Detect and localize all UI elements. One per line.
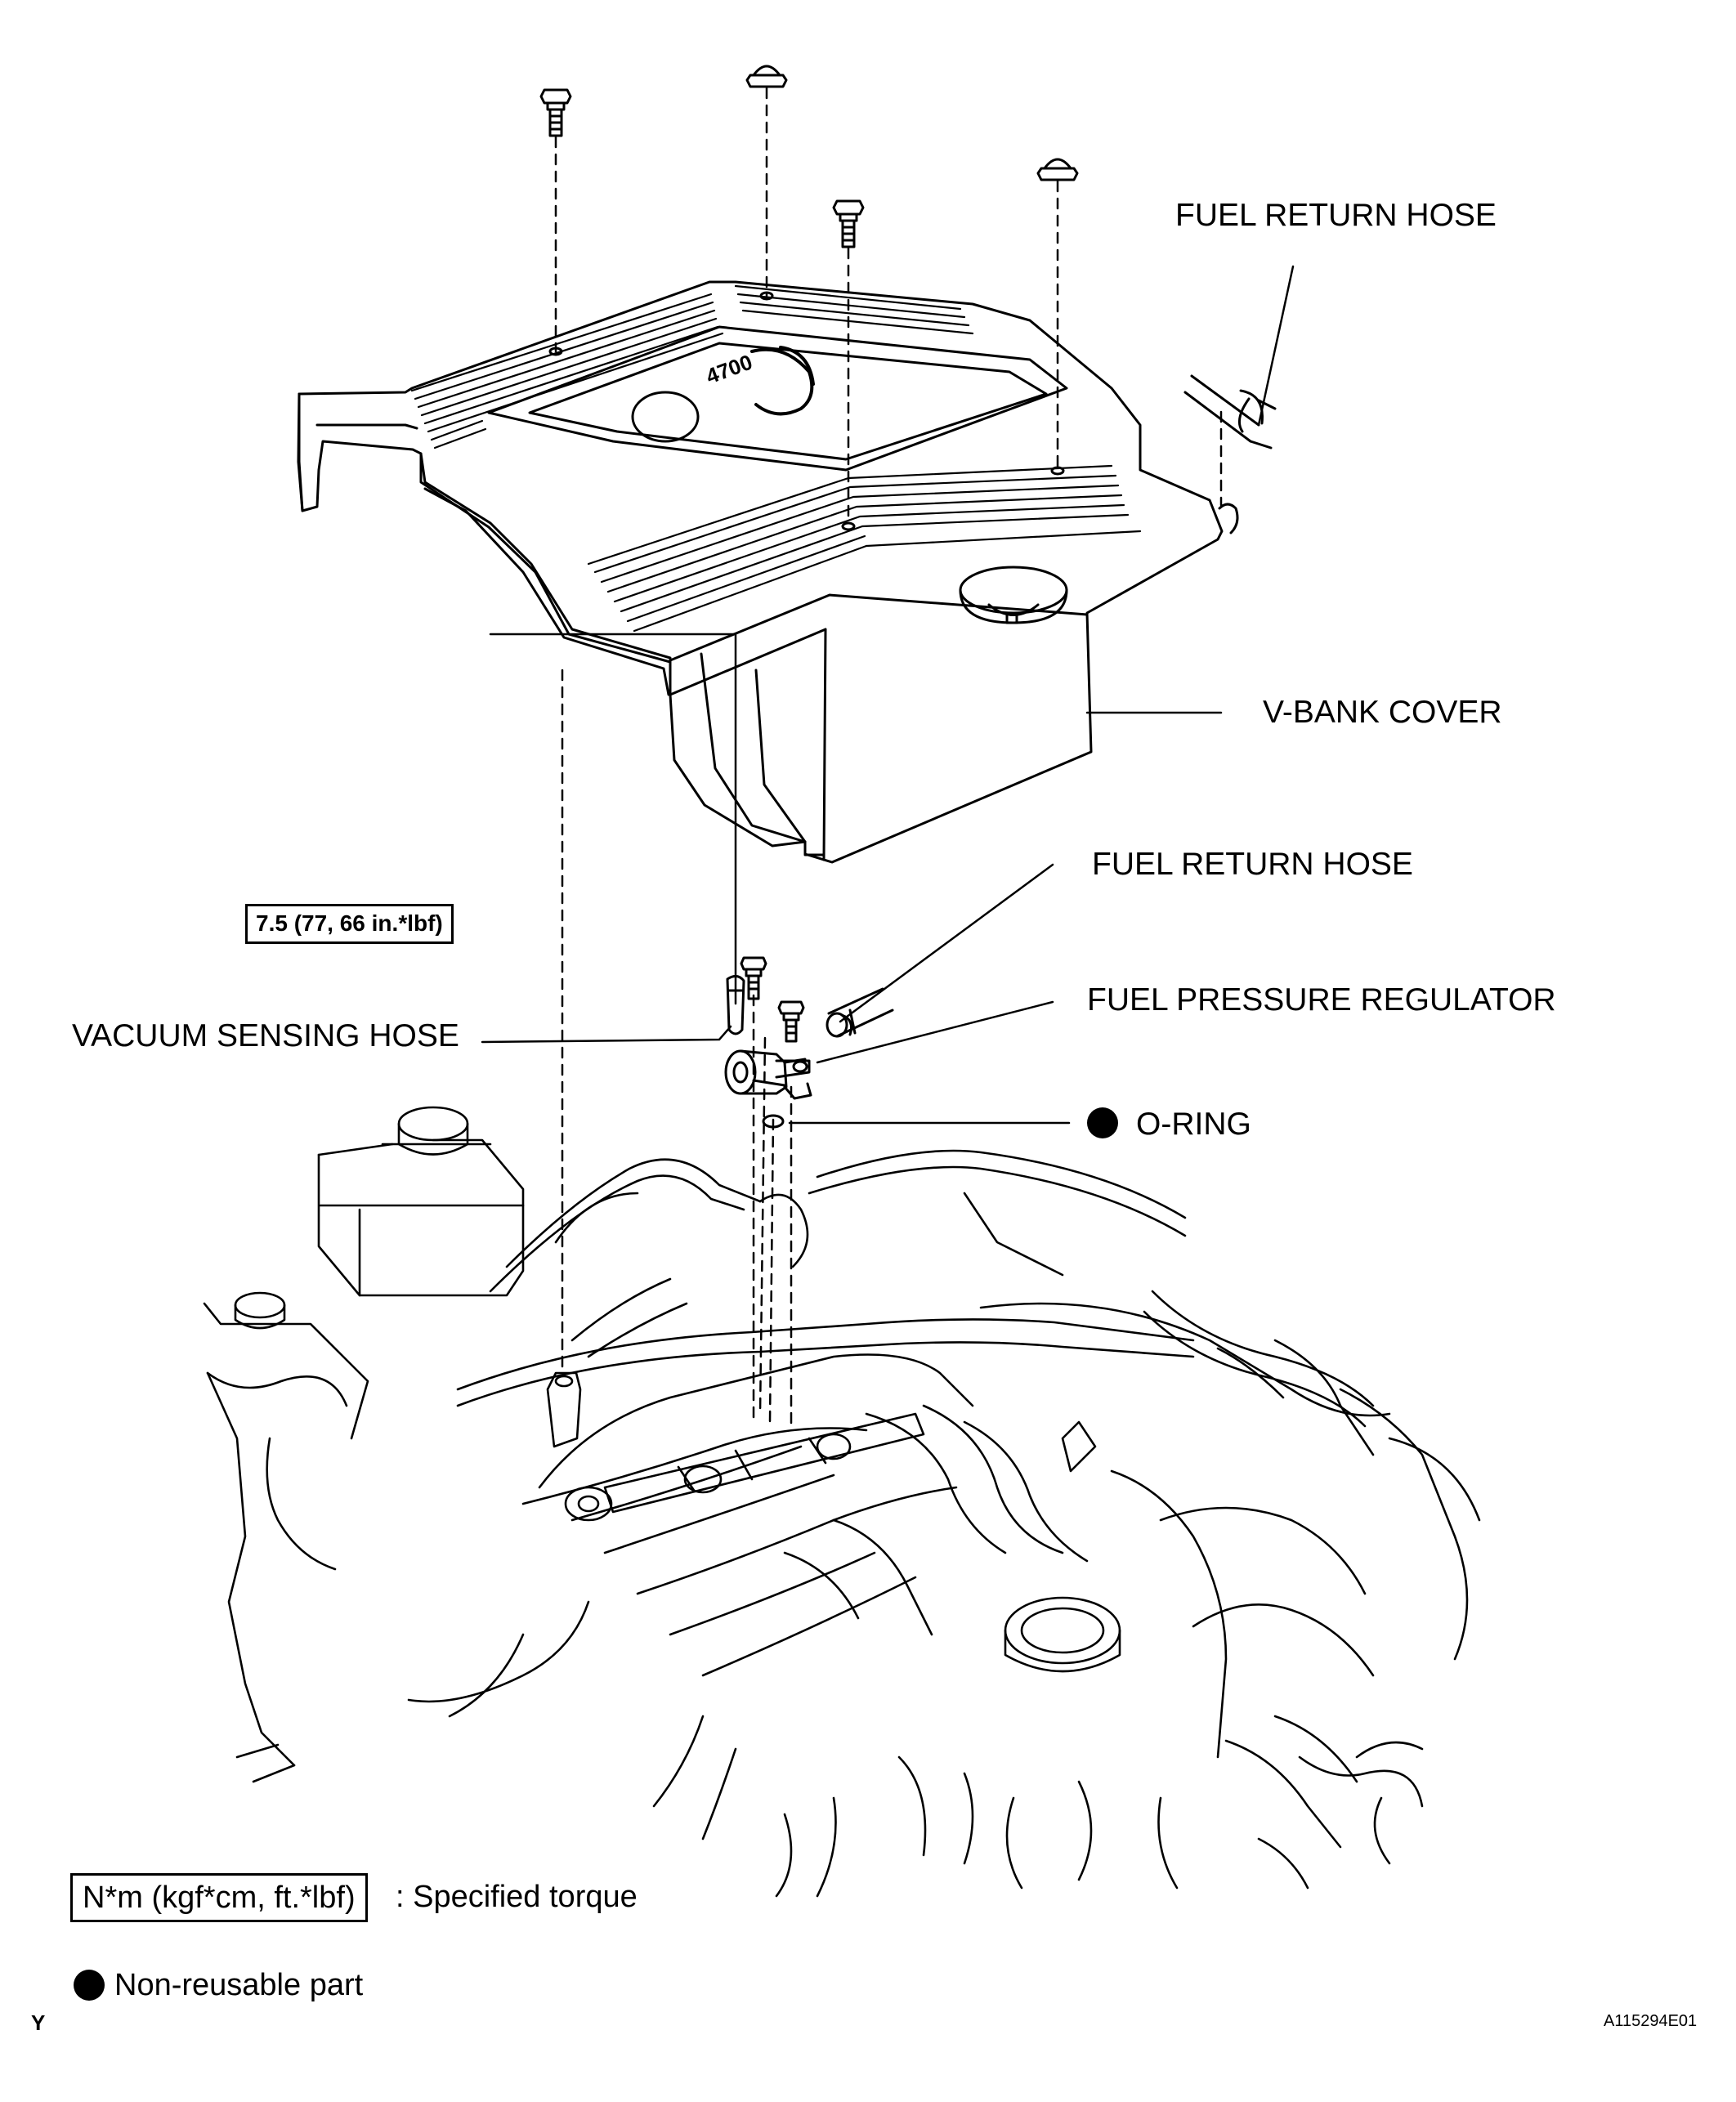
v-bank-cover: 4700 (297, 280, 1239, 864)
regulator-bolt-1 (740, 956, 767, 1000)
fuel-return-hose-mid (825, 987, 894, 1038)
fuel-return-hose-top (1183, 374, 1277, 449)
alignment-lines (554, 87, 1223, 1428)
legend-torque-box: N*m (kgf*cm, ft.*lbf) (70, 1873, 368, 1922)
filled-circle-icon (1087, 1107, 1118, 1138)
figure-id: A115294E01 (1604, 2012, 1698, 2030)
legend-nonreusable-desc: Non-reusable part (114, 1968, 364, 2002)
label-fuel-pressure-regulator: FUEL PRESSURE REGULATOR (1087, 982, 1556, 1017)
label-vacuum-sensing-hose: VACUUM SENSING HOSE (72, 1018, 459, 1053)
label-fuel-return-hose-top: FUEL RETURN HOSE (1175, 198, 1497, 233)
o-ring-part (762, 1114, 785, 1129)
engine-bay (203, 1106, 1481, 1898)
cover-bolt-1 (539, 88, 572, 137)
cover-nut-1 (745, 65, 788, 88)
label-v-bank-cover: V-BANK COVER (1263, 695, 1502, 730)
regulator-bolt-2 (777, 1000, 805, 1043)
fuel-pressure-regulator (724, 1049, 812, 1100)
label-o-ring: O-RING (1136, 1107, 1251, 1142)
cover-bolt-2 (832, 199, 865, 248)
cover-nut-2 (1036, 158, 1079, 181)
filled-circle-icon (74, 1970, 105, 2001)
corner-mark: Y (31, 2010, 46, 2035)
label-fuel-return-hose-mid: FUEL RETURN HOSE (1092, 847, 1413, 882)
leader-lines (481, 265, 1295, 1125)
cover-badge-engine: 4700 (703, 350, 756, 389)
legend-torque-desc: : Specified torque (396, 1880, 638, 1914)
torque-spec-box: 7.5 (77, 66 in.*lbf) (245, 904, 454, 944)
